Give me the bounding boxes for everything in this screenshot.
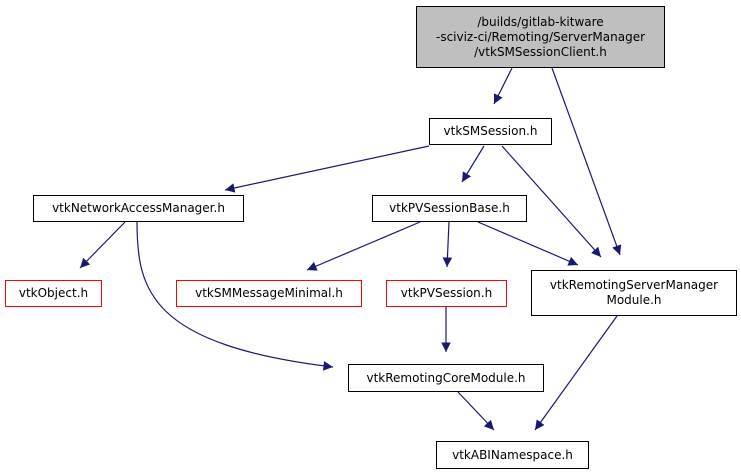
node-vtkRemotingServerManagerModule[interactable]: vtkRemotingServerManager Module.h (531, 270, 737, 316)
node-root-vtkSMSessionClient: /builds/gitlab-kitware -sciviz-ci/Remoti… (416, 6, 665, 68)
node-vtkSMMessageMinimal[interactable]: vtkSMMessageMinimal.h (176, 280, 362, 307)
node-vtkPVSessionBase[interactable]: vtkPVSessionBase.h (372, 195, 527, 222)
node-vtkSMSession[interactable]: vtkSMSession.h (429, 118, 552, 145)
edge-netaccess-to-coremodule (136, 221, 334, 371)
edge-smsession-to-pvsessionbase (461, 145, 485, 183)
edge-coremodule-to-abins (457, 391, 495, 431)
edge-root-to-rsmmodule (551, 67, 622, 256)
edge-smsession-to-netaccess (224, 145, 430, 193)
edge-netaccess-to-object (79, 221, 126, 269)
edge-rsmmodule-to-abins (534, 315, 618, 431)
edge-pvsessionbase-to-rsmmodule (477, 221, 579, 266)
node-vtkNetworkAccessManager[interactable]: vtkNetworkAccessManager.h (33, 195, 244, 222)
edge-smsession-to-rsmmodule (501, 145, 602, 258)
edge-pvsessionbase-to-msgminimal (306, 221, 421, 271)
edge-root-to-smsession (493, 67, 513, 105)
node-vtkObject[interactable]: vtkObject.h (5, 280, 102, 307)
node-vtkPVSession[interactable]: vtkPVSession.h (386, 280, 507, 307)
edge-pvsessionbase-to-pvsession (442, 221, 453, 268)
node-vtkRemotingCoreModule[interactable]: vtkRemotingCoreModule.h (348, 364, 544, 392)
node-vtkABINamespace[interactable]: vtkABINamespace.h (436, 441, 589, 469)
